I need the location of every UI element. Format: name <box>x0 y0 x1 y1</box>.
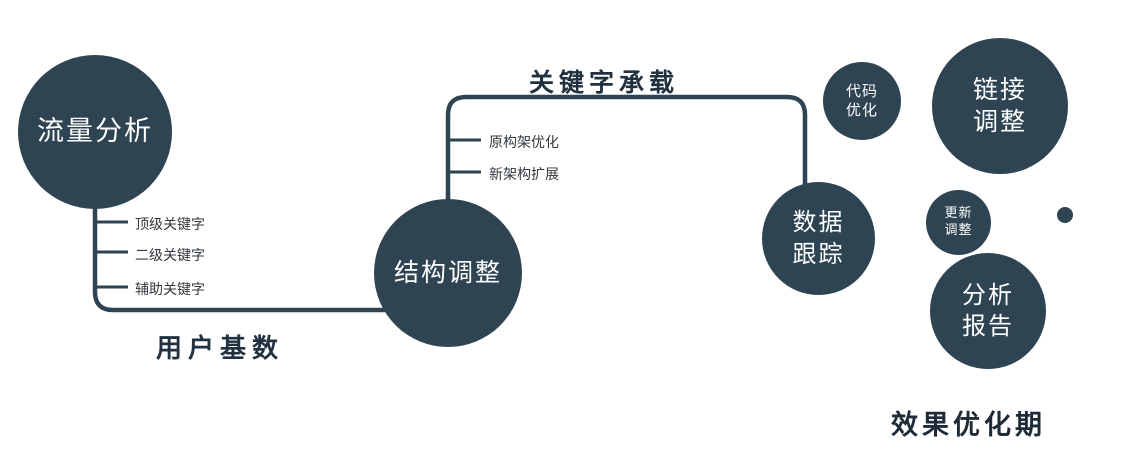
edge-structure-to-data <box>445 94 808 230</box>
node-analysis-report-line2: 报告 <box>962 312 1014 340</box>
node-code-optimization-line1: 代码 <box>845 81 878 100</box>
node-link-adjustment-line1: 链接 <box>972 74 1027 104</box>
node-link-adjustment-line2: 调整 <box>972 107 1027 136</box>
node-link-adjustment: 链接 调整 <box>932 38 1068 174</box>
node-code-optimization: 代码 优化 <box>823 62 901 140</box>
branch-label-secondary-keywords: 二级关键字 <box>135 248 205 264</box>
edge-label-user-base: 用户基数 <box>156 334 285 364</box>
footer-effect-optimization-period: 效果优化期 <box>891 410 1046 441</box>
node-data-tracking: 数据 跟踪 <box>762 182 875 295</box>
node-structure-adjustment-label: 结构调整 <box>393 257 502 287</box>
branch-label-original-architecture: 原构架优化 <box>489 135 559 151</box>
node-traffic-analysis: 流量分析 <box>18 55 172 209</box>
node-data-tracking-line2: 跟踪 <box>792 239 845 268</box>
branch-label-new-architecture: 新架构扩展 <box>489 167 559 183</box>
node-data-tracking-line1: 数据 <box>792 208 845 237</box>
node-update-adjustment: 更新 调整 <box>926 190 991 255</box>
branch-label-auxiliary-keywords: 辅助关键字 <box>135 282 205 298</box>
node-update-adjustment-line1: 更新 <box>944 205 973 221</box>
small-dot-node <box>1057 207 1073 223</box>
edge-traffic-to-structure <box>92 180 430 313</box>
edge-label-keyword-bearing: 关键字承载 <box>529 68 680 97</box>
node-analysis-report-line1: 分析 <box>962 280 1014 309</box>
node-update-adjustment-line2: 调整 <box>944 222 973 238</box>
node-traffic-analysis-label: 流量分析 <box>37 116 153 148</box>
node-code-optimization-line2: 优化 <box>845 101 878 119</box>
node-analysis-report: 分析 报告 <box>930 253 1046 369</box>
node-structure-adjustment: 结构调整 <box>374 199 522 347</box>
branch-label-top-keywords: 顶级关键字 <box>135 217 205 233</box>
